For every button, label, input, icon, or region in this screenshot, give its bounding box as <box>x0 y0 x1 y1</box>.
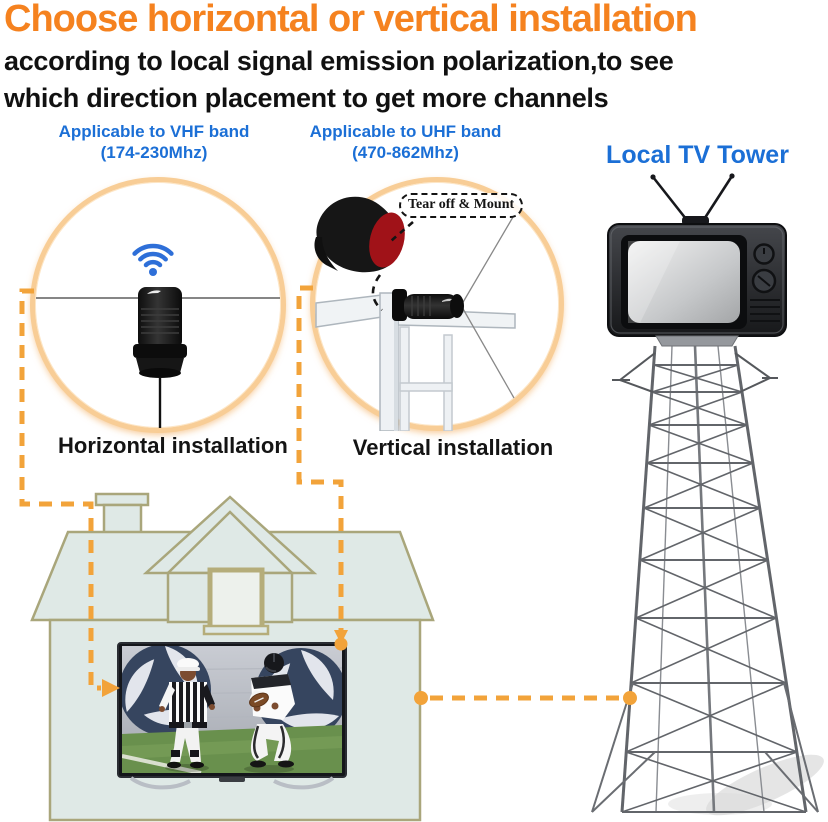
vhf-circle <box>30 177 286 433</box>
tv-screen-football-scene <box>122 646 342 773</box>
uhf-band-label-line1: Applicable to UHF band <box>309 122 502 141</box>
tower-shadow <box>668 754 824 816</box>
vhf-band-label-line2: (174-230Mhz) <box>100 143 208 162</box>
uhf-circle <box>310 177 564 431</box>
flatscreen-tv <box>117 642 347 790</box>
dormer-window <box>207 567 265 631</box>
page-title: Choose horizontal or vertical installati… <box>4 0 698 40</box>
vhf-band-label-line1: Applicable to VHF band <box>58 122 250 141</box>
vertical-installation-caption: Vertical installation <box>352 435 554 460</box>
tv-leg-left <box>129 776 191 790</box>
rabbit-ear-right <box>699 175 734 225</box>
suction-cup-icon <box>314 196 405 273</box>
lattice-tower <box>591 345 819 813</box>
subtitle-line-1: according to local signal emission polar… <box>4 46 674 76</box>
dormer-roof-inner-line <box>167 510 293 574</box>
local-tv-tower-label: Local TV Tower <box>606 141 789 169</box>
uhf-band-label: Applicable to UHF band (470-862Mhz) <box>288 121 523 163</box>
subtitle-line-2: which direction placement to get more ch… <box>4 83 609 113</box>
rabbit-ear-left <box>651 176 692 225</box>
horizontal-installation-caption: Horizontal installation <box>58 433 288 458</box>
tv-leg-right <box>273 776 335 790</box>
horizontal-antenna-illustration <box>36 243 280 428</box>
tv-center-foot <box>219 777 245 782</box>
tower-top-arms <box>612 352 778 393</box>
quarterback-figure <box>244 653 295 773</box>
antenna-wire-lower <box>461 306 515 399</box>
mount-motion-dashes <box>371 274 383 311</box>
antenna-logo <box>442 298 452 302</box>
uhf-band-label-line2: (470-862Mhz) <box>352 143 459 162</box>
tv-knobs <box>750 243 780 322</box>
chimney-cap <box>94 492 150 507</box>
antenna-logo <box>147 290 161 294</box>
dormer-window-sill <box>202 624 270 636</box>
wifi-icon <box>132 243 174 276</box>
tv-tower-illustration <box>591 173 824 816</box>
retro-tv-base <box>655 335 739 347</box>
vhf-band-label: Applicable to VHF band (174-230Mhz) <box>28 121 280 163</box>
tear-off-callout: Tear off & Mount <box>399 193 524 218</box>
retro-tv-screen <box>628 241 740 323</box>
antenna-icon <box>133 287 187 428</box>
referee-figure <box>159 658 215 772</box>
retro-tv <box>607 173 787 347</box>
antenna-icon <box>392 289 464 321</box>
antenna-wire-upper <box>461 216 514 305</box>
